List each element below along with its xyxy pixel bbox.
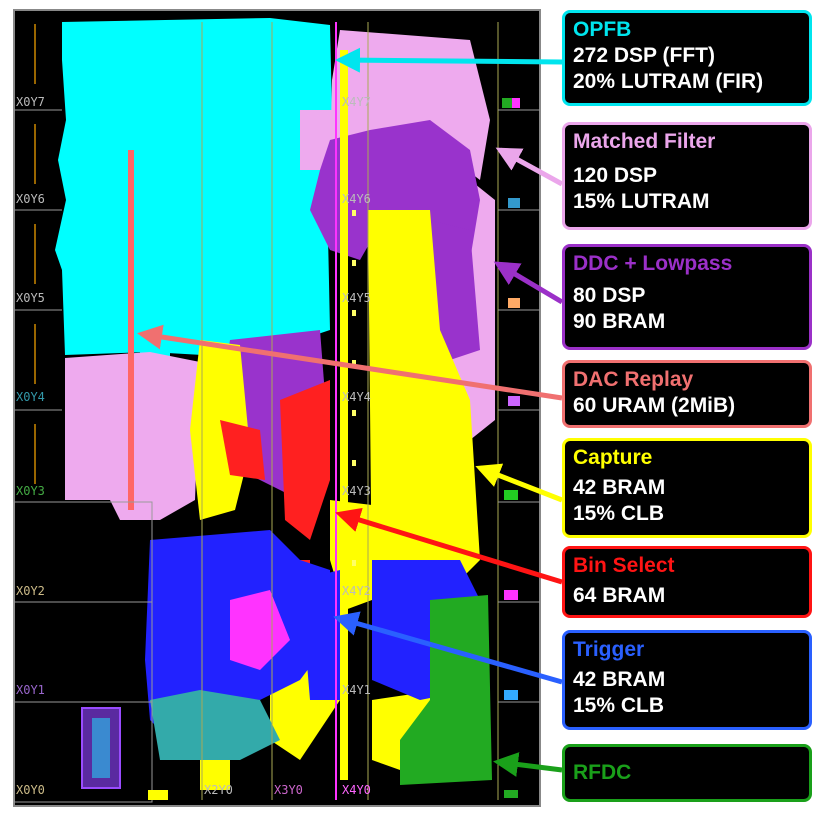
box-title-matched-filter: Matched Filter (573, 130, 716, 153)
x0y0-block-inner (92, 718, 110, 778)
box-title-ddc: DDC + Lowpass (573, 252, 733, 275)
clk-label-x0y2: X0Y2 (16, 584, 45, 598)
clk-label-x0y5: X0Y5 (16, 291, 45, 305)
arrow-matched-filter (495, 147, 564, 187)
box-line-capture-2: 15% CLB (573, 502, 665, 525)
arrow-bin-select (335, 507, 563, 585)
clk-label-x0y4: X0Y4 (16, 390, 45, 404)
io-marks-left (34, 24, 36, 484)
clk-label-x4y4: X4Y4 (342, 390, 371, 404)
label-box-trigger: Trigger 42 BRAM 15% CLB (562, 630, 812, 730)
arrow-rfdc (493, 752, 563, 777)
bottom-marks (148, 790, 168, 800)
box-line-trigger-2: 15% CLB (573, 694, 665, 717)
region-magenta (230, 590, 290, 670)
region-bin-select (220, 380, 330, 580)
clk-label-x4y6: X4Y6 (342, 192, 371, 206)
box-line-ddc-1: 80 DSP (573, 284, 646, 307)
clk-label-x0y3: X0Y3 (16, 484, 45, 498)
box-line-opfb-1: 272 DSP (FFT) (573, 44, 715, 67)
arrow-dac-replay (137, 324, 563, 401)
label-box-rfdc: RFDC (562, 744, 812, 802)
box-line-capture-1: 42 BRAM (573, 476, 666, 499)
region-ddc (220, 120, 480, 500)
label-box-opfb: OPFB 272 DSP (FFT) 20% LUTRAM (FIR) (562, 10, 812, 106)
clk-label-x3y0: X3Y0 (274, 783, 303, 797)
box-title-capture: Capture (573, 446, 653, 469)
label-box-matched-filter: Matched Filter 120 DSP 15% LUTRAM (562, 122, 812, 230)
box-title-rfdc: RFDC (573, 761, 632, 784)
clk-label-x0y1: X0Y1 (16, 683, 45, 697)
clk-label-x4y2: X4Y2 (342, 584, 371, 598)
arrow-trigger (333, 611, 563, 685)
label-box-bin-select: Bin Select 64 BRAM (562, 546, 812, 618)
arrow-opfb (335, 47, 563, 73)
label-box-ddc: DDC + Lowpass 80 DSP 90 BRAM (562, 244, 812, 350)
clk-label-x4y3: X4Y3 (342, 484, 371, 498)
right-grid (498, 109, 540, 703)
clk-label-x0y6: X0Y6 (16, 192, 45, 206)
region-opfb (55, 18, 332, 360)
clk-label-x4y7: X4Y7 (342, 95, 371, 109)
arrow-ddc (493, 261, 564, 305)
box-line-matched-filter-2: 15% LUTRAM (573, 190, 710, 213)
label-box-dac-replay: DAC Replay 60 URAM (2MiB) (562, 360, 812, 428)
box-line-dac-replay-1: 60 URAM (2MiB) (573, 394, 736, 417)
clk-label-x0y7: X0Y7 (16, 95, 45, 109)
box-line-matched-filter-1: 120 DSP (573, 164, 658, 187)
clk-label-x2y0: X2Y0 (204, 783, 233, 797)
box-title-opfb: OPFB (573, 18, 632, 41)
clk-label-x4y5: X4Y5 (342, 291, 371, 305)
box-line-bin-select-1: 64 BRAM (573, 584, 666, 607)
clk-label-x4y0: X4Y0 (342, 783, 371, 797)
device-border (13, 9, 541, 807)
box-line-trigger-1: 42 BRAM (573, 668, 666, 691)
box-title-bin-select: Bin Select (573, 554, 675, 577)
box-line-ddc-2: 90 BRAM (573, 310, 666, 333)
box-title-trigger: Trigger (573, 638, 645, 661)
clk-label-x4y1: X4Y1 (342, 683, 371, 697)
box-line-opfb-2: 20% LUTRAM (FIR) (573, 70, 764, 93)
left-grid (13, 109, 153, 803)
arrow-capture (475, 463, 563, 503)
region-rfdc (400, 595, 492, 785)
dac-trace (128, 150, 134, 510)
label-box-capture: Capture 42 BRAM 15% CLB (562, 438, 812, 538)
clk-label-x0y0: X0Y0 (16, 783, 45, 797)
right-tiles (502, 98, 520, 798)
region-teal (150, 690, 280, 760)
box-title-dac-replay: DAC Replay (573, 368, 694, 391)
